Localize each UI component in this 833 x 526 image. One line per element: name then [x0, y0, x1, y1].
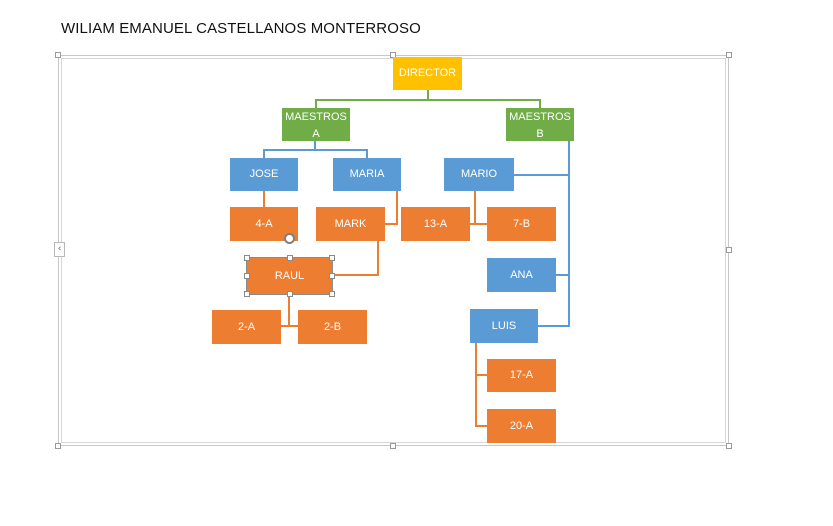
frame-handle-top-right[interactable]	[726, 52, 732, 58]
node-maria[interactable]: MARIA	[333, 158, 401, 191]
node-17a[interactable]: 17-A	[487, 359, 556, 392]
connector-luis-20a	[475, 375, 487, 427]
node-ana[interactable]: ANA	[487, 258, 556, 292]
frame-handle-bottom-center[interactable]	[390, 443, 396, 449]
selection-handle-top-left[interactable]	[244, 255, 250, 261]
node-mario[interactable]: MARIO	[444, 158, 514, 191]
node-2b-label: 2-B	[323, 320, 342, 333]
node-ana-label: ANA	[510, 268, 533, 281]
selection-handle-top-right[interactable]	[329, 255, 335, 261]
node-director-label: DIRECTOR	[398, 67, 457, 79]
frame-handle-bottom-right[interactable]	[726, 443, 732, 449]
node-2b[interactable]: 2-B	[298, 310, 367, 344]
connector-director-maestros	[315, 90, 541, 108]
selection-handle-bottom-right[interactable]	[329, 291, 335, 297]
connector-maestros-b-luis	[538, 275, 570, 327]
selection-handle-middle-right[interactable]	[329, 273, 335, 279]
selection-handle-top-center[interactable]	[287, 255, 293, 261]
node-mario-label: MARIO	[460, 168, 498, 180]
connector-maria-mark	[385, 191, 398, 225]
text-pane-toggle[interactable]: ‹	[54, 242, 65, 257]
selection-handle-bottom-left[interactable]	[244, 291, 250, 297]
document-title: WILIAM EMANUEL CASTELLANOS MONTERROSO	[61, 20, 421, 37]
selection-handle-bottom-center[interactable]	[287, 291, 293, 297]
node-maestros-a[interactable]: MAESTROS A	[282, 108, 350, 141]
node-13a-label: 13-A	[423, 217, 448, 230]
connector-maestros-a-teachers	[263, 141, 368, 158]
connector-maestros-b-mario	[514, 141, 570, 176]
connector-maestros-b-ana	[556, 175, 570, 276]
node-mark[interactable]: MARK	[316, 207, 385, 241]
chevron-left-icon: ‹	[57, 244, 62, 254]
connector-luis-17a	[475, 343, 487, 376]
node-luis-label: LUIS	[491, 319, 517, 332]
frame-handle-bottom-left[interactable]	[55, 443, 61, 449]
node-maria-label: MARIA	[349, 168, 385, 180]
connector-maria-raul	[332, 241, 379, 276]
node-maestros-b-label: MAESTROS B	[509, 111, 571, 140]
node-mark-label: MARK	[334, 217, 367, 230]
node-2a-label: 2-A	[237, 320, 256, 333]
connector-mario-groups	[470, 191, 487, 225]
connector-raul-groups	[281, 294, 298, 327]
node-20a-label: 20-A	[509, 419, 534, 432]
selection-handle-middle-left[interactable]	[244, 273, 250, 279]
node-17a-label: 17-A	[509, 369, 534, 381]
rotate-handle-icon[interactable]	[284, 233, 295, 244]
node-4a-label: 4-A	[255, 217, 273, 230]
node-maestros-a-label: MAESTROS A	[285, 111, 347, 140]
node-director[interactable]: DIRECTOR	[393, 57, 462, 90]
node-raul-label: RAUL	[274, 269, 305, 282]
node-2a[interactable]: 2-A	[212, 310, 281, 344]
node-7b-label: 7-B	[512, 217, 531, 230]
node-jose[interactable]: JOSE	[230, 158, 298, 191]
node-jose-label: JOSE	[249, 168, 279, 180]
node-7b[interactable]: 7-B	[487, 207, 556, 241]
node-maestros-b[interactable]: MAESTROS B	[506, 108, 574, 141]
frame-handle-middle-right[interactable]	[726, 247, 732, 253]
node-13a[interactable]: 13-A	[401, 207, 470, 241]
node-raul[interactable]: RAUL	[246, 257, 333, 295]
frame-handle-top-left[interactable]	[55, 52, 61, 58]
node-20a[interactable]: 20-A	[487, 409, 556, 443]
node-luis[interactable]: LUIS	[470, 309, 538, 343]
